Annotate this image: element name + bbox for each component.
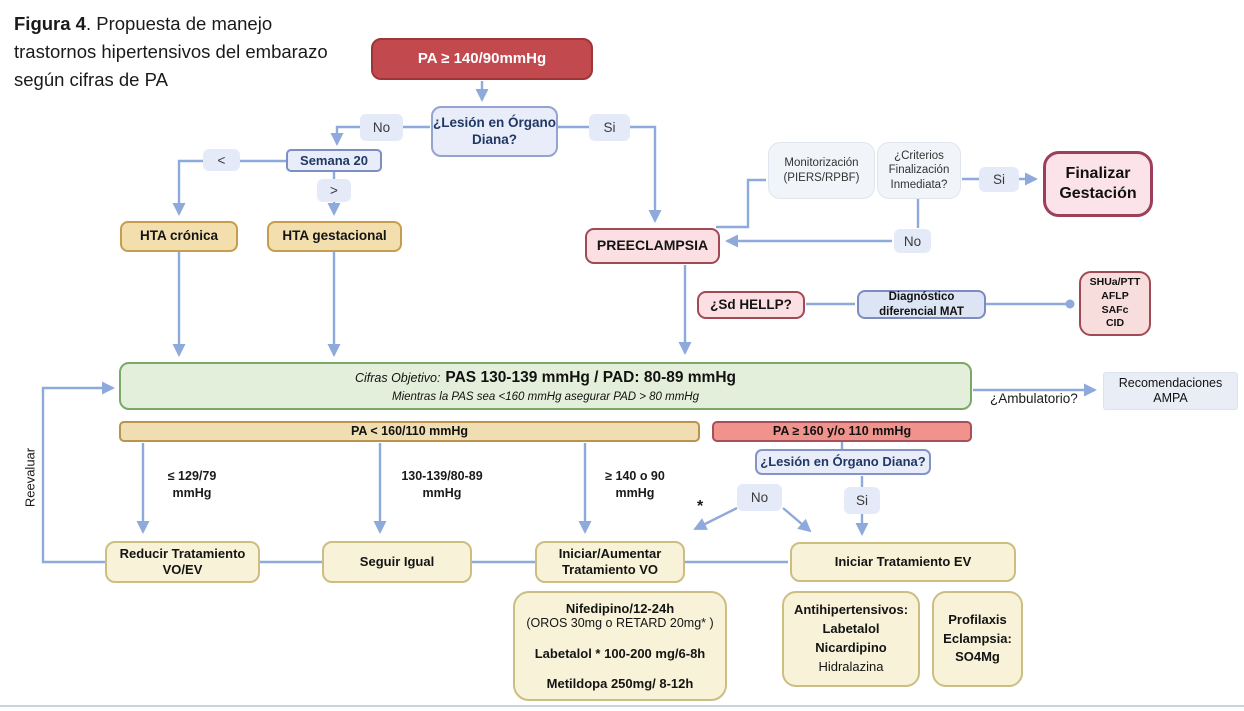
mat-linea-shua: SHUa/PTT bbox=[1089, 276, 1141, 289]
figure-title: Figura 4. Propuesta de manejo trastornos… bbox=[14, 10, 336, 93]
node-reducir-tratamiento: Reducir Tratamiento VO/EV bbox=[105, 541, 260, 583]
label-no-criterios-text: No bbox=[903, 233, 922, 249]
node-sd-hellp: ¿Sd HELLP? bbox=[697, 291, 805, 319]
label-si-top: Si bbox=[589, 114, 630, 141]
node-finalizar-gestacion: Finalizar Gestación bbox=[1043, 151, 1153, 217]
node-mat-diferencial: SHUa/PTT AFLP SAFc CID bbox=[1079, 271, 1151, 336]
label-si-top-text: Si bbox=[603, 120, 616, 135]
node-seguir-igual-label: Seguir Igual bbox=[359, 554, 435, 570]
bar-pa-severa-label: PA ≥ 160 y/o 110 mmHg bbox=[772, 423, 912, 438]
label-rango-alto: ≥ 140 o 90 mmHg bbox=[591, 468, 679, 502]
node-diagnostico-mat: Diagnóstico diferencial MAT bbox=[857, 290, 986, 319]
label-menor-semana: < bbox=[203, 149, 240, 171]
cifras-objetivo-line1: Cifras Objetivo: PAS 130-139 mmHg / PAD: … bbox=[355, 368, 736, 388]
bar-pa-severa: PA ≥ 160 y/o 110 mmHg bbox=[712, 421, 972, 442]
node-recomendaciones-ampa-label: Recomendaciones AMPA bbox=[1118, 375, 1223, 405]
node-iniciar-ev: Iniciar Tratamiento EV bbox=[790, 542, 1016, 582]
node-semana-20: Semana 20 bbox=[286, 149, 382, 172]
node-reducir-tratamiento-label: Reducir Tratamiento VO/EV bbox=[119, 546, 246, 577]
farmacos-vo-nifedipino-detalle: (OROS 30mg o RETARD 20mg* ) bbox=[526, 616, 714, 631]
node-lesion-organo-top: ¿Lesión en Órgano Diana? bbox=[431, 106, 558, 157]
bar-pa-controlada: PA < 160/110 mmHg bbox=[119, 421, 700, 442]
bar-pa-controlada-label: PA < 160/110 mmHg bbox=[350, 423, 469, 438]
label-no-top: No bbox=[360, 114, 403, 141]
label-si-finalizar: Si bbox=[979, 167, 1019, 192]
node-hta-cronica-label: HTA crónica bbox=[139, 228, 218, 244]
node-iniciar-ev-label: Iniciar Tratamiento EV bbox=[834, 554, 972, 570]
mat-linea-safc: SAFc bbox=[1101, 303, 1129, 316]
node-hta-cronica: HTA crónica bbox=[120, 221, 238, 252]
farmacos-ev-hidralazina: Hidralazina bbox=[818, 658, 884, 674]
node-farmacos-vo: Nifedipino/12-24h (OROS 30mg o RETARD 20… bbox=[513, 591, 727, 701]
node-recomendaciones-ampa: Recomendaciones AMPA bbox=[1103, 372, 1238, 410]
label-si-severa-text: Si bbox=[855, 493, 868, 508]
node-preeclampsia-label: PREECLAMPSIA bbox=[596, 237, 709, 254]
label-ambulatorio: ¿Ambulatorio? bbox=[990, 391, 1078, 406]
label-si-severa: Si bbox=[844, 487, 880, 514]
node-iniciar-vo: Iniciar/Aumentar Tratamiento VO bbox=[535, 541, 685, 583]
label-no-severa: No bbox=[737, 484, 782, 511]
label-mayor-semana: > bbox=[317, 179, 351, 202]
node-sd-hellp-label: ¿Sd HELLP? bbox=[710, 296, 792, 312]
figure-title-text: . Propuesta de manejo trastornos hiperte… bbox=[14, 13, 328, 90]
label-menor-text: < bbox=[217, 152, 226, 168]
node-monitorizacion-label: Monitorización (PIERS/RPBF) bbox=[783, 157, 860, 184]
label-no-severa-text: No bbox=[750, 490, 769, 505]
farmacos-vo-metildopa: Metildopa 250mg/ 8-12h bbox=[546, 675, 694, 691]
node-lesion-organo-severa-label: ¿Lesión en Órgano Diana? bbox=[760, 454, 926, 470]
node-semana-20-label: Semana 20 bbox=[300, 152, 368, 168]
node-farmacos-ev: Antihipertensivos: Labetalol Nicardipino… bbox=[782, 591, 920, 687]
label-mayor-text: > bbox=[330, 183, 338, 198]
node-lesion-organo-severa: ¿Lesión en Órgano Diana? bbox=[755, 449, 931, 475]
label-rango-objetivo: 130-139/80-89 mmHg bbox=[388, 468, 496, 502]
node-criterios-finalizacion-label: ¿Criterios Finalización Inmediata? bbox=[888, 150, 950, 191]
label-rango-bajo-text: ≤ 129/79 mmHg bbox=[167, 469, 217, 500]
label-si-finalizar-text: Si bbox=[992, 172, 1005, 187]
node-finalizar-gestacion-label: Finalizar Gestación bbox=[1059, 165, 1137, 202]
node-seguir-igual: Seguir Igual bbox=[322, 541, 472, 583]
node-cifras-objetivo: Cifras Objetivo: PAS 130-139 mmHg / PAD: … bbox=[119, 362, 972, 410]
node-hta-gestacional: HTA gestacional bbox=[267, 221, 402, 252]
farmacos-ev-nicardipino: Nicardipino bbox=[815, 640, 887, 655]
node-criterios-finalizacion: ¿Criterios Finalización Inmediata? bbox=[877, 142, 961, 199]
node-profilaxis-eclampsia-label: Profilaxis Eclampsia: SO4Mg bbox=[943, 611, 1012, 665]
label-rango-bajo: ≤ 129/79 mmHg bbox=[152, 468, 232, 502]
label-rango-objetivo-text: 130-139/80-89 mmHg bbox=[401, 469, 483, 500]
node-iniciar-vo-label: Iniciar/Aumentar Tratamiento VO bbox=[558, 546, 662, 577]
node-monitorizacion: Monitorización (PIERS/RPBF) bbox=[768, 142, 875, 199]
node-preeclampsia: PREECLAMPSIA bbox=[585, 228, 720, 264]
page-divider bbox=[0, 705, 1244, 707]
node-hta-gestacional-label: HTA gestacional bbox=[282, 228, 387, 244]
figure-title-number: Figura 4 bbox=[14, 13, 86, 34]
label-reevaluar-text: Reevaluar bbox=[22, 447, 38, 508]
label-asterisco: * bbox=[697, 498, 704, 515]
label-no-criterios: No bbox=[894, 229, 931, 253]
node-profilaxis-eclampsia: Profilaxis Eclampsia: SO4Mg bbox=[932, 591, 1023, 687]
node-diagnostico-mat-label: Diagnóstico diferencial MAT bbox=[879, 291, 964, 318]
farmacos-ev-labetalol: Labetalol bbox=[822, 621, 880, 637]
cifras-objetivo-label: Cifras Objetivo: bbox=[354, 371, 441, 386]
label-rango-alto-text: ≥ 140 o 90 mmHg bbox=[605, 469, 665, 500]
label-reevaluar: Reevaluar bbox=[23, 430, 38, 526]
farmacos-ev-titulo: Antihipertensivos: bbox=[793, 602, 909, 618]
farmacos-vo-labetalol: Labetalol * 100-200 mg/6-8h bbox=[534, 645, 706, 661]
label-no-top-text: No bbox=[372, 120, 391, 135]
node-pa-inicial-label: PA ≥ 140/90mmHg bbox=[417, 49, 547, 67]
mat-linea-aflp: AFLP bbox=[1101, 289, 1129, 302]
farmacos-vo-nifedipino: Nifedipino/12-24h bbox=[565, 600, 675, 616]
node-pa-inicial: PA ≥ 140/90mmHg bbox=[371, 38, 593, 80]
cifras-objetivo-valor: PAS 130-139 mmHg / PAD: 80-89 mmHg bbox=[445, 369, 737, 387]
mat-linea-cid: CID bbox=[1105, 317, 1125, 330]
node-lesion-organo-top-label: ¿Lesión en Órgano Diana? bbox=[433, 115, 557, 147]
cifras-objetivo-nota: Mientras la PAS sea <160 mmHg asegurar P… bbox=[391, 390, 699, 403]
